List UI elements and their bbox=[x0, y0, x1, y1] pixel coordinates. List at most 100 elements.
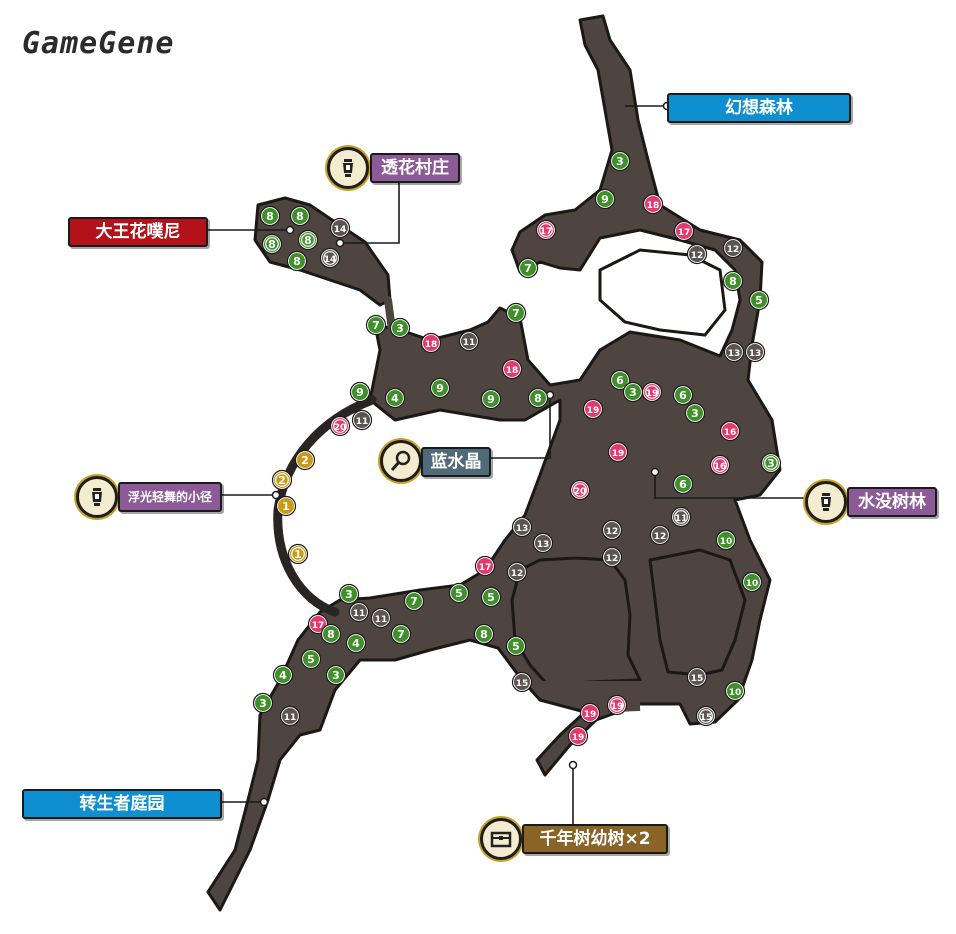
marker-green-10: 10 bbox=[724, 680, 746, 702]
marker-green-5: 5 bbox=[448, 582, 470, 604]
marker-gray-12: 12 bbox=[722, 237, 744, 259]
marker-gray-14: 14 bbox=[319, 247, 341, 269]
marker-number: 17 bbox=[678, 228, 691, 238]
marker-number: 13 bbox=[749, 349, 762, 359]
marker-number: 17 bbox=[479, 563, 492, 573]
marker-green-8: 8 bbox=[259, 205, 281, 227]
marker-gray-11: 11 bbox=[351, 409, 373, 431]
marker-gray-13: 13 bbox=[511, 516, 533, 538]
marker-number: 5 bbox=[512, 640, 520, 653]
marker-number: 8 bbox=[327, 628, 335, 641]
marker-gray-14: 14 bbox=[329, 217, 351, 239]
marker-number: 14 bbox=[324, 255, 337, 265]
marker-green-3: 3 bbox=[622, 381, 644, 403]
marker-green-6: 6 bbox=[672, 384, 694, 406]
marker-green-9: 9 bbox=[429, 377, 451, 399]
marker-number: 8 bbox=[266, 210, 274, 223]
location-label-blue-crystal[interactable]: 蓝水晶 bbox=[421, 447, 491, 477]
marker-number: 10 bbox=[720, 537, 733, 547]
marker-number: 12 bbox=[606, 527, 619, 537]
cave-terrain bbox=[206, 14, 782, 912]
location-label-fantasy-forest[interactable]: 幻想森林 bbox=[667, 93, 851, 123]
marker-number: 11 bbox=[353, 609, 366, 619]
marker-number: 19 bbox=[646, 389, 659, 399]
marker-number: 12 bbox=[654, 532, 667, 542]
marker-number: 5 bbox=[487, 591, 495, 604]
leader-endpoint bbox=[259, 797, 269, 807]
location-label-transflower-village[interactable]: 透花村庄 bbox=[370, 153, 460, 183]
marker-pink-19: 19 bbox=[606, 694, 628, 716]
leader-endpoint bbox=[271, 490, 281, 500]
marker-green-6: 6 bbox=[672, 473, 694, 495]
location-label-floating-light-path[interactable]: 浮光轻舞的小径 bbox=[118, 482, 222, 512]
cave-wall bbox=[598, 248, 727, 337]
marker-number: 7 bbox=[397, 628, 405, 641]
marker-green-10: 10 bbox=[715, 529, 737, 551]
marker-number: 15 bbox=[700, 713, 713, 723]
marker-pink-18: 18 bbox=[642, 193, 664, 215]
marker-number: 4 bbox=[391, 392, 399, 405]
marker-gray-12: 12 bbox=[506, 561, 528, 583]
marker-number: 14 bbox=[334, 225, 347, 235]
marker-number: 19 bbox=[611, 702, 624, 712]
marker-number: 20 bbox=[334, 423, 347, 433]
marker-green-8: 8 bbox=[320, 623, 342, 645]
marker-number: 8 bbox=[293, 255, 301, 268]
marker-pink-17: 17 bbox=[474, 555, 496, 577]
marker-green-8: 8 bbox=[286, 250, 308, 272]
marker-gray-12: 12 bbox=[601, 519, 623, 541]
marker-green-7: 7 bbox=[403, 590, 425, 612]
marker-green-9: 9 bbox=[349, 381, 371, 403]
marker-green-8: 8 bbox=[261, 233, 283, 255]
marker-green-5: 5 bbox=[505, 635, 527, 657]
location-label-reincarnation-garden[interactable]: 转生者庭园 bbox=[22, 789, 222, 819]
marker-number: 2 bbox=[301, 454, 309, 467]
marker-number: 18 bbox=[647, 201, 660, 211]
location-label-treasure-saplings[interactable]: 千年树幼树×2 bbox=[522, 824, 668, 854]
marker-number: 5 bbox=[455, 587, 463, 600]
marker-number: 10 bbox=[729, 688, 742, 698]
marker-pink-20: 20 bbox=[329, 415, 351, 437]
marker-gray-13: 13 bbox=[532, 532, 554, 554]
marker-number: 15 bbox=[516, 679, 529, 689]
marker-number: 9 bbox=[487, 393, 495, 406]
location-label-rafflesia-boss[interactable]: 大王花噗尼 bbox=[68, 217, 208, 247]
marker-green-3: 3 bbox=[338, 583, 360, 605]
magnifier-icon bbox=[380, 440, 422, 482]
marker-green-7: 7 bbox=[505, 302, 527, 324]
marker-number: 16 bbox=[714, 462, 727, 472]
location-label-submerged-tree-forest[interactable]: 水没树林 bbox=[847, 487, 937, 517]
marker-number: 11 bbox=[463, 338, 476, 348]
leader-lines bbox=[204, 101, 805, 824]
marker-pink-19: 19 bbox=[567, 725, 589, 747]
marker-gray-15: 15 bbox=[695, 705, 717, 727]
marker-number: 6 bbox=[616, 374, 624, 387]
marker-pink-16: 16 bbox=[709, 454, 731, 476]
marker-number: 19 bbox=[584, 710, 597, 720]
leader-endpoint bbox=[335, 238, 345, 248]
marker-green-6: 6 bbox=[609, 369, 631, 391]
marker-gray-11: 11 bbox=[458, 330, 480, 352]
marker-gray-12: 12 bbox=[649, 524, 671, 546]
marker-green-3: 3 bbox=[609, 150, 631, 172]
marker-number: 8 bbox=[534, 392, 542, 405]
marker-pink-20: 20 bbox=[569, 479, 591, 501]
marker-number: 18 bbox=[425, 340, 438, 350]
marker-number: 7 bbox=[524, 262, 532, 275]
marker-pink-18: 18 bbox=[420, 332, 442, 354]
marker-pink-19: 19 bbox=[582, 398, 604, 420]
marker-green-8: 8 bbox=[297, 229, 319, 251]
lantern-icon bbox=[805, 481, 847, 523]
marker-number: 8 bbox=[268, 238, 276, 251]
marker-green-3: 3 bbox=[684, 402, 706, 424]
marker-number: 3 bbox=[345, 588, 353, 601]
marker-gray-11: 11 bbox=[348, 601, 370, 623]
marker-green-9: 9 bbox=[480, 388, 502, 410]
marker-number: 7 bbox=[372, 319, 380, 332]
marker-gray-15: 15 bbox=[686, 666, 708, 688]
lantern-icon bbox=[327, 147, 369, 189]
marker-green-5: 5 bbox=[748, 289, 770, 311]
marker-gold-1: 1 bbox=[287, 543, 309, 565]
